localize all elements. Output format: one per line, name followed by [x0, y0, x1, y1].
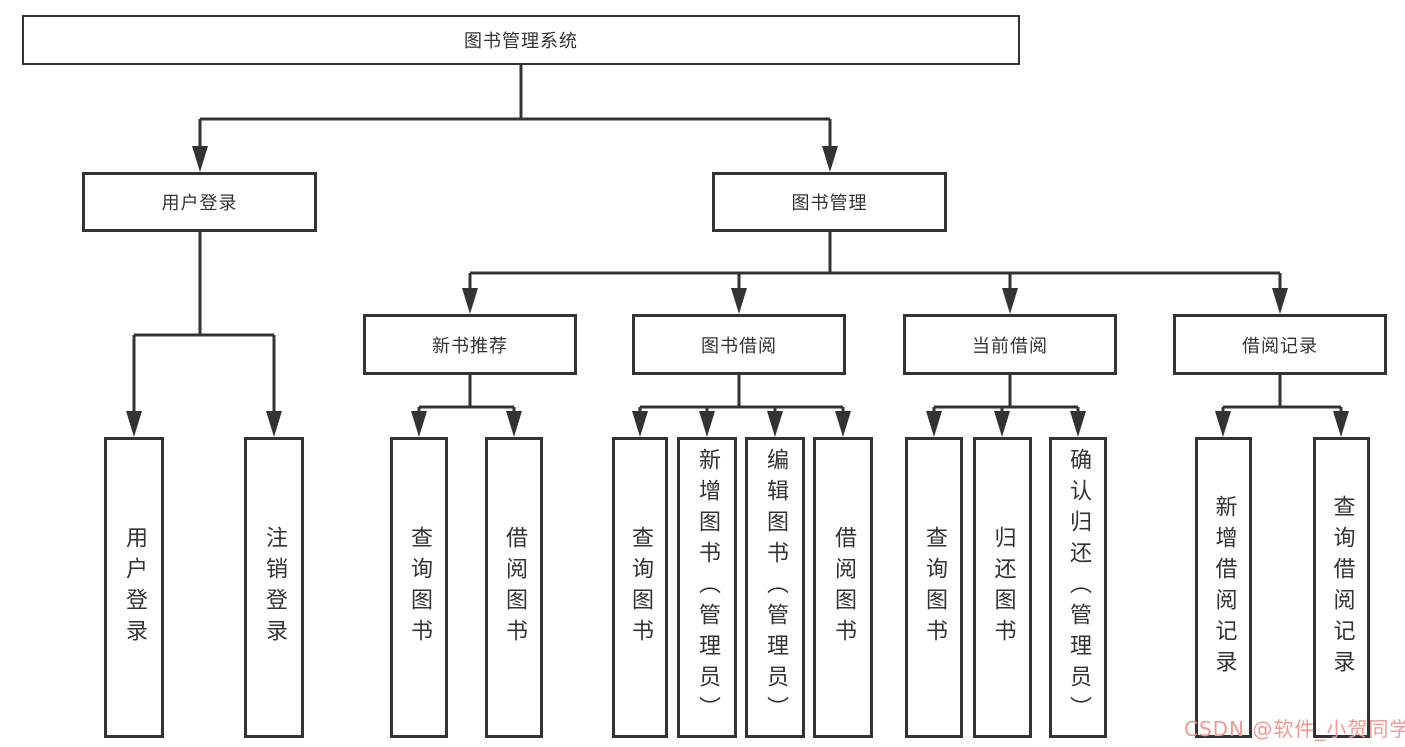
leaf-current-query-label: 查询图书: [922, 525, 947, 650]
leaf-borrow-query: 查询图书: [612, 437, 668, 738]
leaf-record-add: 新增借阅记录: [1195, 437, 1252, 738]
leaf-newbook-query-label: 查询图书: [407, 525, 432, 650]
leaf-current-return-label: 归还图书: [990, 525, 1016, 650]
root-node: 图书管理系统: [22, 15, 1020, 65]
node-book-borrow: 图书借阅: [632, 314, 846, 375]
leaf-borrow-borrow-label: 借阅图书: [831, 525, 856, 650]
leaf-current-confirm-admin-label: 确认归还（管理员）: [1066, 448, 1091, 727]
leaf-record-query-label: 查询借阅记录: [1329, 494, 1355, 681]
leaf-current-return: 归还图书: [973, 437, 1032, 738]
leaf-borrow-borrow: 借阅图书: [813, 437, 873, 738]
leaf-current-query: 查询图书: [905, 437, 963, 738]
leaf-logout-label: 注销登录: [262, 525, 287, 650]
leaf-borrow-edit-admin: 编辑图书（管理员）: [745, 437, 805, 738]
leaf-newbook-borrow: 借阅图书: [485, 437, 543, 738]
branch-book-management: 图书管理: [712, 172, 947, 232]
leaf-newbook-borrow-label: 借阅图书: [502, 525, 527, 650]
leaf-record-add-label: 新增借阅记录: [1211, 494, 1237, 681]
leaf-record-query: 查询借阅记录: [1313, 437, 1370, 738]
leaf-user-login-label: 用户登录: [122, 525, 147, 650]
leaf-logout: 注销登录: [244, 437, 304, 738]
node-current-borrow: 当前借阅: [903, 314, 1117, 375]
node-borrow-records: 借阅记录: [1173, 314, 1387, 375]
leaf-borrow-add-admin-label: 新增图书（管理员）: [695, 448, 720, 727]
leaf-user-login: 用户登录: [104, 437, 164, 738]
csdn-watermark: CSDN @软件_小贺同学: [1184, 717, 1405, 741]
leaf-borrow-query-label: 查询图书: [628, 525, 653, 650]
leaf-borrow-edit-admin-label: 编辑图书（管理员）: [763, 448, 788, 727]
leaf-newbook-query: 查询图书: [390, 437, 448, 738]
branch-user-login: 用户登录: [82, 172, 317, 232]
node-new-book-recommend: 新书推荐: [363, 314, 577, 375]
leaf-borrow-add-admin: 新增图书（管理员）: [677, 437, 737, 738]
leaf-current-confirm-admin: 确认归还（管理员）: [1049, 437, 1107, 738]
